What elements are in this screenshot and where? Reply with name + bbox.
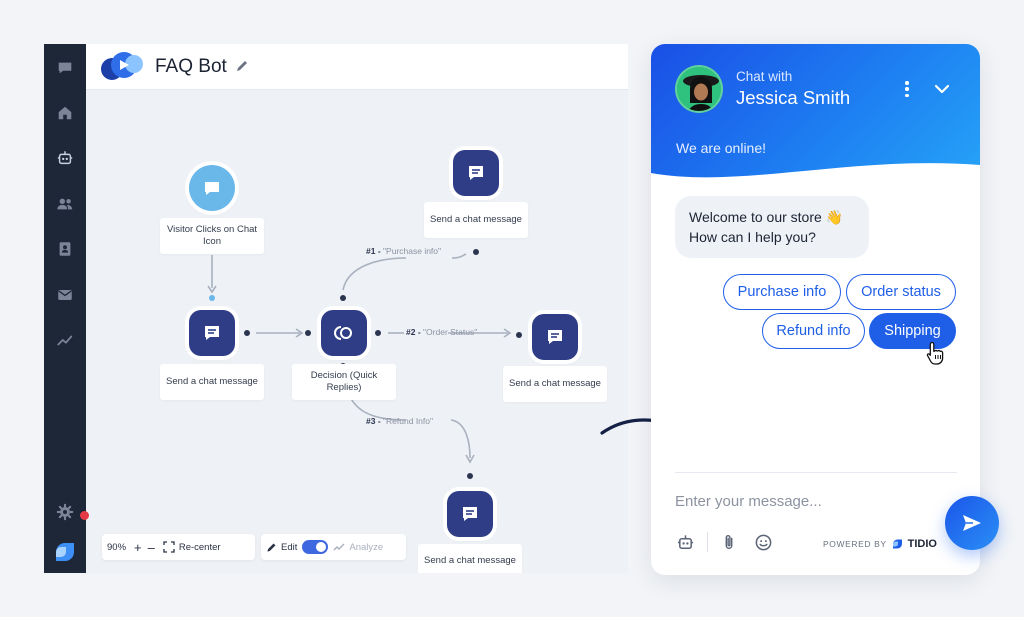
edit-label: Edit [281,541,298,553]
settings-icon[interactable] [55,502,75,522]
analyze-mode-button[interactable]: Analyze [328,542,388,553]
brand-name: TIDIO [907,537,937,550]
edge-label-order-status: #2 - "Order Status" [406,327,478,337]
edit-analyze-toggle[interactable] [302,540,329,554]
powered-by-label: POWERED BY [823,538,887,549]
bot-icon[interactable] [675,532,695,552]
visitors-icon[interactable] [55,194,75,214]
recenter-button[interactable]: Re-center [158,541,226,553]
send-message-node-icon[interactable] [532,314,578,360]
contacts-icon[interactable] [55,239,75,259]
send-message-node-icon[interactable] [447,491,493,537]
quick-reply-shipping[interactable]: Shipping [869,313,956,349]
edit-mode-button[interactable]: Edit [261,542,302,553]
flow-canvas[interactable]: Visitor Clicks on Chat Icon Send a chat … [86,90,628,573]
bot-builder-app: FAQ Bot [44,44,628,573]
mail-icon[interactable] [55,285,75,305]
send-message-node-label[interactable]: Send a chat message [503,366,607,402]
agent-name: Jessica Smith [736,87,851,108]
online-status: We are online! [676,140,767,156]
mode-toolbar: Edit Analyze [261,534,406,560]
zoom-level: 90% [107,541,127,553]
agent-avatar [675,65,723,113]
chat-with-label: Chat with [736,69,793,84]
chevron-down-icon[interactable] [933,80,951,98]
bot-message-bubble: Welcome to our store 👋 How can I help yo… [675,196,869,258]
recenter-label: Re-center [178,541,221,553]
zoom-out-button[interactable]: – [147,539,155,555]
bot-message-line1: Welcome to our store 👋 [689,209,844,225]
bot-icon[interactable] [55,148,75,168]
bot-message-line2: How can I help you? [689,229,816,245]
chat-widget: Chat with Jessica Smith We are online! W… [651,44,980,575]
builder-topbar: FAQ Bot [86,44,628,90]
home-icon[interactable] [55,103,75,123]
edge-label-refund-info: #3 - "Refund Info" [366,416,434,426]
toolbar-separator [707,532,708,552]
edge-label-purchase-info: #1 - "Purchase info" [366,246,442,256]
message-input[interactable] [675,493,935,510]
analyze-label: Analyze [349,541,384,553]
send-message-node-label[interactable]: Send a chat message [160,364,264,400]
quick-reply-refund-info[interactable]: Refund info [762,313,865,349]
send-icon [963,515,981,531]
analytics-icon [333,543,345,551]
hand-cursor-icon [926,341,944,365]
emoji-icon[interactable] [753,532,773,552]
trigger-node-chat-icon[interactable] [189,165,235,211]
recenter-icon [163,541,175,553]
bot-avatar-icon [100,50,144,84]
zoom-toolbar: 90% + – Re-center [102,534,255,560]
attachment-icon[interactable] [719,532,739,552]
send-message-node-label[interactable]: Send a chat message [424,202,528,238]
chat-header: Chat with Jessica Smith We are online! [651,44,980,185]
quick-reply-order-status[interactable]: Order status [846,274,956,310]
pencil-icon [267,543,276,552]
more-options-icon[interactable] [899,79,915,99]
powered-by[interactable]: POWERED BY TIDIO [823,537,937,550]
tidio-logo-icon [892,539,902,549]
chat-icon[interactable] [55,58,75,78]
send-message-node-label[interactable]: Send a chat message [418,544,522,573]
send-message-node-icon[interactable] [453,150,499,196]
notification-dot [80,511,89,520]
send-message-node-icon[interactable] [189,310,235,356]
zoom-in-button[interactable]: + [134,539,142,555]
quick-reply-purchase-info[interactable]: Purchase info [723,274,841,310]
decision-node-label[interactable]: Decision (Quick Replies) [292,364,396,400]
send-button[interactable] [945,496,999,550]
edit-title-icon[interactable] [234,58,250,74]
header-wave [651,163,980,185]
decision-node-icon[interactable] [321,310,367,356]
tidio-logo-icon[interactable] [52,538,78,564]
trigger-node-label[interactable]: Visitor Clicks on Chat Icon [160,218,264,254]
input-divider [675,472,957,473]
sidebar [44,44,86,573]
analytics-icon[interactable] [55,330,75,350]
bot-title: FAQ Bot [155,56,227,77]
